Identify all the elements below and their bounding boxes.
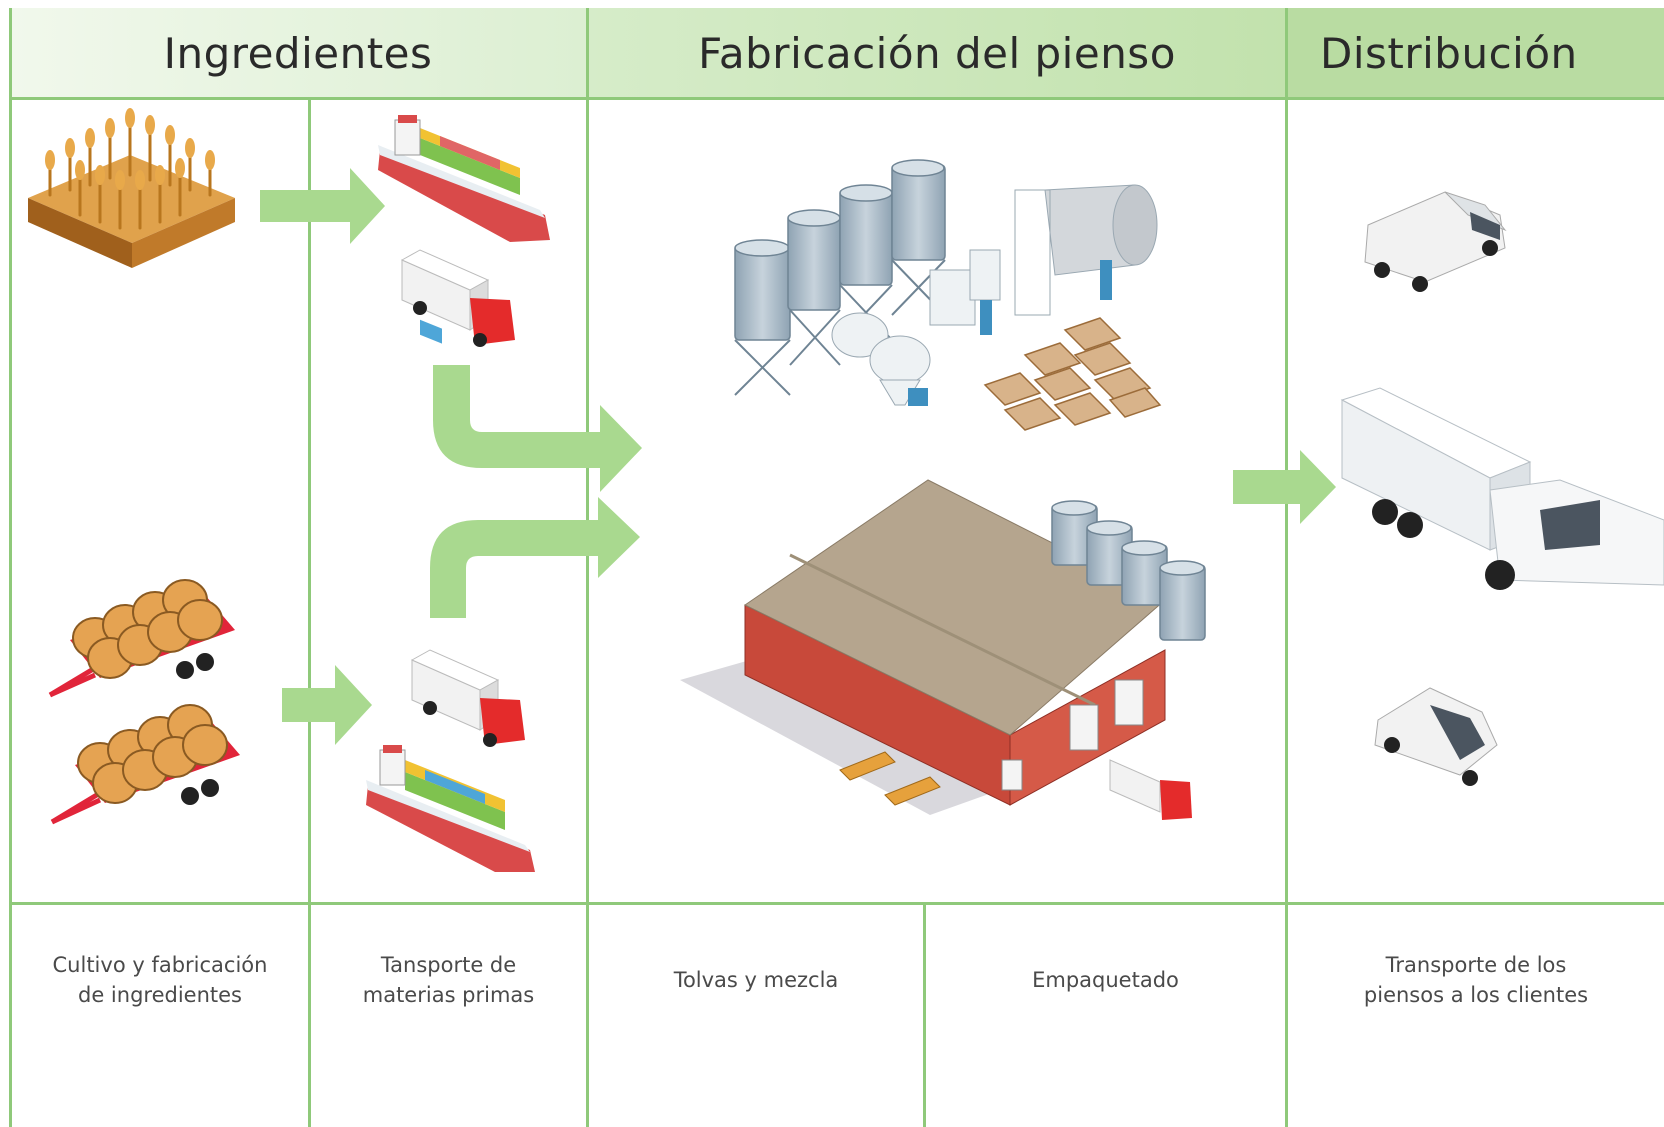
header-ingredientes: Ingredientes: [10, 8, 586, 98]
grid-line-bottom: [10, 902, 1664, 905]
grid-line-col4: [1285, 8, 1288, 1127]
arrow-to-distribution-icon: [1233, 450, 1336, 524]
grid-line-col3: [923, 902, 926, 1127]
box-truck-icon-bottom: [410, 649, 525, 747]
feed-bags-icon: [983, 317, 1162, 431]
caption-empaquetado: Empaquetado: [1032, 968, 1179, 992]
header-fabricacion-label: Fabricación del pienso: [698, 28, 1176, 78]
caption-tolvas: Tolvas y mezcla: [673, 968, 839, 992]
box-truck-icon-top: [400, 249, 515, 347]
arrows: [260, 168, 1336, 745]
silos-mixing-plant-icon: [734, 159, 1158, 406]
grid-line-col2: [586, 8, 589, 1127]
grid-line-left: [9, 8, 12, 1127]
grid-line-col1: [308, 97, 311, 1127]
header-distribucion: Distribución: [1288, 8, 1664, 98]
cargo-ship-icon-top: [378, 115, 550, 344]
cargo-ship-icon-bottom: [366, 745, 535, 872]
arrow-top-merge-icon: [433, 365, 642, 492]
hay-trailer-icon-top: [48, 579, 235, 698]
caption-transporte-piensos: Transporte de los piensos a los clientes: [1363, 953, 1589, 1007]
factory-truck-icon: [1109, 759, 1192, 820]
caption-transporte-materias: Tansporte de materias primas: [362, 953, 535, 1007]
caption-cultivo: Cultivo y fabricación de ingredientes: [52, 953, 268, 1007]
header-ingredientes-label: Ingredientes: [163, 28, 433, 78]
header-distribucion-label: Distribución: [1320, 28, 1578, 78]
header-fabricacion: Fabricación del pienso: [588, 8, 1286, 98]
hay-trailer-icon-bottom: [50, 704, 240, 825]
wheat-field-icon: [28, 108, 235, 268]
delivery-van-icon-bottom: [1374, 687, 1498, 786]
grid-line-top: [10, 97, 1664, 100]
feed-factory-icon: [680, 479, 1206, 820]
arrow-bottom-merge-icon: [430, 497, 640, 618]
arrow-trailer-to-truck-icon: [282, 665, 372, 745]
arrow-field-to-ship-icon: [260, 168, 385, 244]
distribution-truck-icon: [1340, 387, 1664, 590]
delivery-van-icon-top: [1364, 191, 1507, 292]
